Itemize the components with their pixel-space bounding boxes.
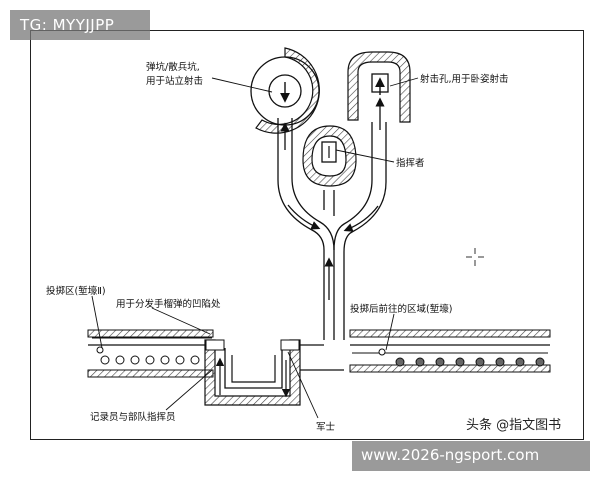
grenade-pit	[204, 339, 344, 406]
lower-trench-left	[87, 329, 215, 378]
leader-lines	[91, 77, 419, 419]
credit-text: 头条 @指文图书	[466, 418, 562, 433]
label-commander: 指挥者	[396, 157, 425, 169]
label-grenade-pit: 用于分发手榴弹的凹陷处	[116, 298, 221, 310]
crater-position	[250, 47, 320, 134]
label-recorder: 记录员与部队指挥员	[90, 411, 176, 423]
soldier-markers-left	[96, 346, 200, 365]
label-soldier: 军士	[316, 421, 336, 433]
watermark-bottom-right: www.2026-ngsport.com	[352, 441, 590, 471]
label-throwing-zone: 投掷区(堑壕Ⅱ)	[46, 285, 106, 297]
firing-hole-position	[347, 51, 411, 123]
watermark-top-left: TG: MYYJJPP	[10, 10, 150, 40]
soldier-markers-right	[378, 348, 545, 367]
crosshair-icon	[466, 248, 484, 266]
label-crater-line2: 用于站立射击	[146, 75, 203, 87]
label-firing-hole: 射击孔,用于卧姿射击	[420, 73, 509, 85]
communication-trenches	[277, 97, 387, 340]
commander-position	[302, 125, 357, 187]
label-crater: 弹坑/散兵坑,	[146, 61, 200, 73]
label-forward-zone: 投掷后前往的区域(堑壕)	[350, 303, 452, 315]
